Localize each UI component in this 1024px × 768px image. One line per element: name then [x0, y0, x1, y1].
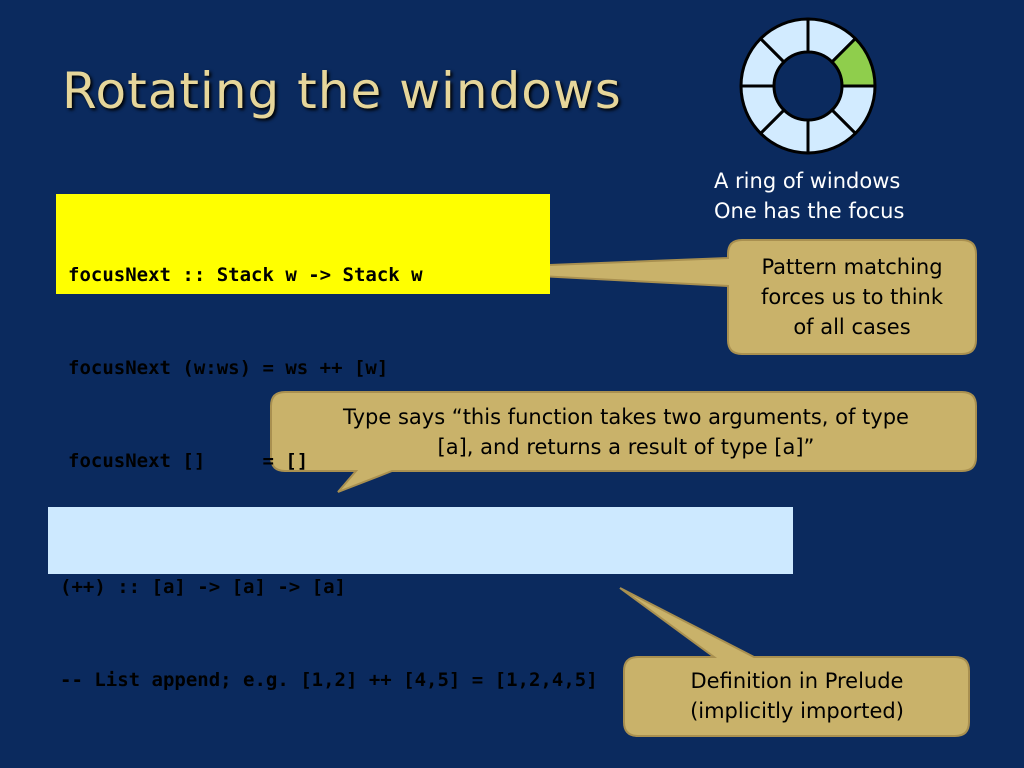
ring-segment	[758, 17, 810, 65]
ring-caption-line-1: A ring of windows	[714, 169, 901, 193]
pattern-callout-text: Pattern matching forces us to think of a…	[730, 252, 974, 342]
callout-line: Type says “this function takes two argum…	[343, 405, 909, 429]
slide-title: Rotating the windows	[62, 62, 622, 120]
prelude-callout-bubble	[619, 587, 970, 737]
code-line: focusNext [] = []	[68, 450, 309, 472]
code-line: (++) :: [a] -> [a] -> [a]	[60, 576, 346, 598]
callout-line: Pattern matching	[761, 255, 943, 279]
pattern-callout-bubble	[423, 239, 977, 355]
focusnext-code-block: focusNext :: Stack w -> Stack w focusNex…	[56, 194, 550, 472]
type-callout-bubble	[270, 391, 977, 493]
window-ring-diagram	[739, 17, 877, 155]
code-line: focusNext :: Stack w -> Stack w	[68, 264, 423, 286]
callout-line: forces us to think	[760, 285, 944, 309]
callout-line: of all cases	[793, 315, 911, 339]
ring-caption: A ring of windows One has the focus	[714, 166, 904, 226]
callout-line: (implicitly imported)	[690, 699, 904, 723]
prelude-callout-text: Definition in Prelude (implicitly import…	[628, 666, 966, 726]
callout-line: Definition in Prelude	[690, 669, 904, 693]
callout-line: [a], and returns a result of type [a]”	[437, 435, 815, 459]
code-line: focusNext (w:ws) = ws ++ [w]	[68, 357, 389, 379]
ring-caption-line-2: One has the focus	[714, 199, 905, 223]
code-line: -- List append; e.g. [1,2] ++ [4,5] = [1…	[60, 669, 598, 691]
type-callout-text: Type says “this function takes two argum…	[276, 402, 976, 462]
append-code-block: (++) :: [a] -> [a] -> [a] -- List append…	[48, 507, 793, 691]
